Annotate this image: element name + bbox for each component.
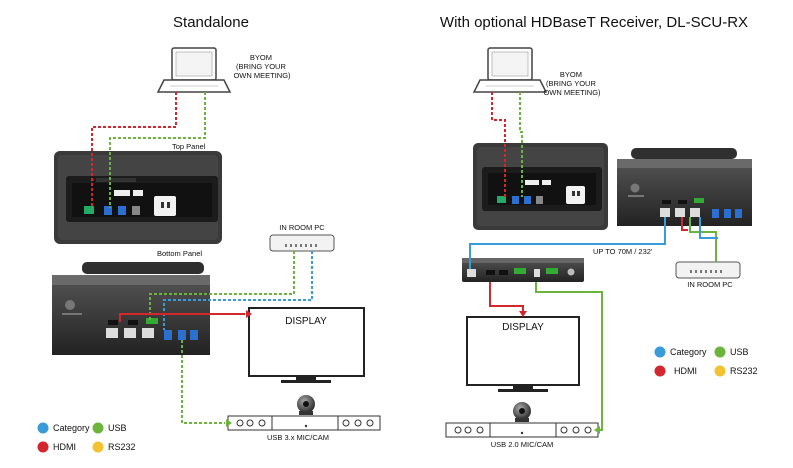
- legend-hdmi-label: HDMI: [674, 366, 697, 376]
- legend-rs232-label: RS232: [730, 366, 758, 376]
- standalone-cables: [91, 92, 313, 427]
- legend-category-label: Category: [670, 347, 707, 357]
- bottom-panel-device: [52, 262, 210, 355]
- legend-usb-swatch: [714, 346, 726, 358]
- byom-laptop-icon: [472, 47, 548, 93]
- hdbaset-section: With optional HDBaseT Receiver, DL-SCU-R…: [440, 14, 758, 449]
- standalone-title: Standalone: [173, 14, 249, 31]
- legend-rs232-label: RS232: [108, 442, 136, 452]
- miccam-label: USB 3.x MIC/CAM: [267, 433, 329, 442]
- byom-label: BYOM (BRING YOUR OWN MEETING): [543, 70, 601, 97]
- in-room-pc-label: IN ROOM PC: [279, 223, 325, 232]
- usb-miccam-icon: [445, 402, 599, 438]
- legend-category-swatch: [37, 422, 49, 434]
- legend-category-label: Category: [53, 423, 90, 433]
- distance-label: UP TO 70M / 232': [593, 247, 653, 256]
- standalone-section: Standalone BYOM (BRING YOUR OWN MEETING)…: [37, 14, 381, 453]
- byom-laptop-icon: [156, 47, 232, 93]
- display-label: DISPLAY: [502, 322, 544, 333]
- in-room-pc-device: [269, 234, 335, 252]
- top-panel-device: [54, 151, 222, 244]
- top-panel-device: [473, 143, 608, 230]
- bottom-panel-device: [617, 148, 752, 226]
- display-icon: [466, 316, 580, 392]
- miccam-label: USB 2.0 MIC/CAM: [491, 440, 554, 449]
- display-icon: [248, 307, 365, 383]
- display-label: DISPLAY: [285, 316, 327, 327]
- hdbaset-receiver-device: [462, 258, 584, 282]
- legend-hdmi-label: HDMI: [53, 442, 76, 452]
- top-panel-label: Top Panel: [172, 142, 206, 151]
- standalone-legend: Category USB HDMI RS232: [37, 422, 136, 453]
- hdbaset-cables: [469, 92, 718, 434]
- in-room-pc-label: IN ROOM PC: [687, 280, 733, 289]
- legend-usb-swatch: [92, 422, 104, 434]
- legend-rs232-swatch: [92, 441, 104, 453]
- legend-category-swatch: [654, 346, 666, 358]
- hdbaset-title: With optional HDBaseT Receiver, DL-SCU-R…: [440, 14, 748, 31]
- legend-usb-label: USB: [730, 347, 749, 357]
- byom-label: BYOM (BRING YOUR OWN MEETING): [233, 53, 291, 80]
- in-room-pc-device: [675, 261, 741, 279]
- legend-rs232-swatch: [714, 365, 726, 377]
- legend-usb-label: USB: [108, 423, 127, 433]
- hdbaset-legend: Category USB HDMI RS232: [654, 346, 758, 377]
- usb-miccam-icon: [227, 395, 381, 431]
- legend-hdmi-swatch: [654, 365, 666, 377]
- bottom-panel-label: Bottom Panel: [157, 249, 202, 258]
- legend-hdmi-swatch: [37, 441, 49, 453]
